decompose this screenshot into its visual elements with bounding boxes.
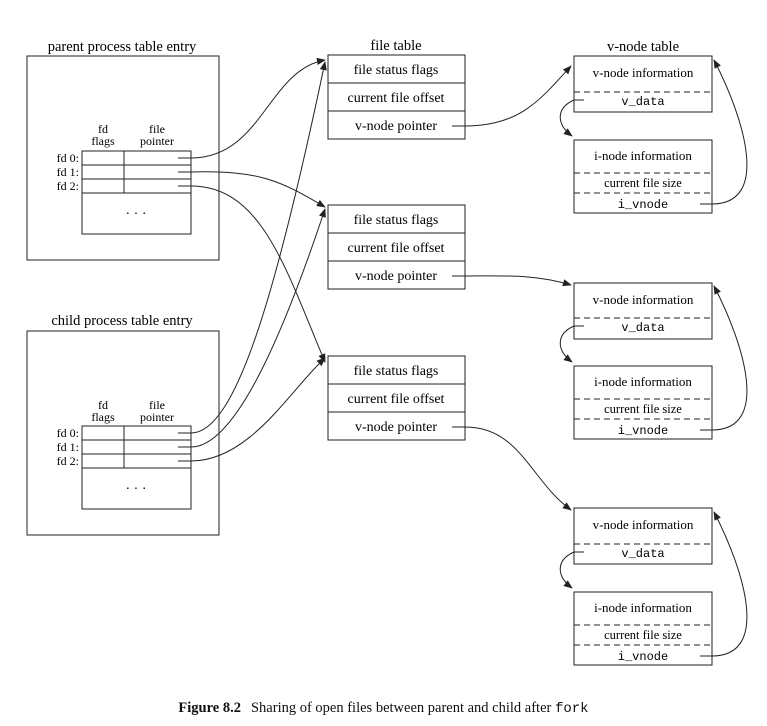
file-table-entry-2: file status flags current file offset v-…: [327, 204, 466, 290]
figure-caption: Figure 8.2 Sharing of open files between …: [0, 700, 767, 717]
vdata-1-arrow: [559, 99, 584, 137]
parent-fd-flags-label-bottom: flags: [91, 134, 115, 148]
current-file-offset: current file offset: [348, 241, 445, 256]
vnode-pointer-3-arrow: [452, 426, 572, 511]
i-node-information: i-node information: [594, 600, 692, 615]
file-status-flags: file status flags: [354, 213, 439, 228]
v-node-1: v-node information v_data: [573, 55, 713, 113]
i-node-information: i-node information: [594, 374, 692, 389]
v-node-information: v-node information: [593, 292, 694, 307]
ivnode-3-arrow: [700, 511, 748, 657]
child-fd0-arrow: [178, 61, 327, 434]
caption-text: Sharing of open files between parent and…: [250, 700, 552, 716]
current-file-size: current file size: [604, 402, 682, 416]
v-data: v_data: [621, 547, 664, 561]
parent-ellipsis: · · ·: [126, 207, 147, 222]
file-table-entry-1: file status flags current file offset v-…: [327, 54, 466, 140]
current-file-size: current file size: [604, 628, 682, 642]
parent-fd0-label: fd 0:: [57, 151, 79, 165]
v-node-2: v-node information v_data: [573, 282, 713, 340]
v-node-pointer: v-node pointer: [355, 420, 437, 435]
i-node-1: i-node information current file size i_v…: [573, 139, 713, 214]
i-node-information: i-node information: [594, 148, 692, 163]
pointer-arrows: [178, 57, 748, 657]
current-file-offset: current file offset: [348, 91, 445, 106]
vdata-3-arrow: [559, 551, 584, 589]
file-status-flags: file status flags: [354, 63, 439, 78]
parent-file-pointer-label-bottom: pointer: [140, 134, 174, 148]
child-fd-flags-label-top: fd: [98, 398, 108, 412]
caption-code: fork: [554, 701, 589, 717]
v-node-pointer: v-node pointer: [355, 269, 437, 284]
ivnode-2-arrow: [700, 285, 748, 431]
child-fd2-label: fd 2:: [57, 454, 79, 468]
parent-fd2-label: fd 2:: [57, 179, 79, 193]
child-ellipsis: · · ·: [126, 482, 147, 497]
parent-fd-flags-label-top: fd: [98, 122, 108, 136]
child-process-table-entry: child process table entry fd flags file …: [26, 313, 220, 536]
parent-fd1-arrow: [178, 171, 326, 208]
v-data: v_data: [621, 95, 664, 109]
i-node-2: i-node information current file size i_v…: [573, 365, 713, 440]
file-status-flags: file status flags: [354, 364, 439, 379]
vnode-pointer-1-arrow: [452, 65, 572, 127]
i-vnode: i_vnode: [618, 650, 668, 664]
parent-fd2-arrow: [178, 185, 326, 363]
child-fd2-arrow: [178, 357, 326, 462]
child-fd0-label: fd 0:: [57, 426, 79, 440]
parent-fd0-arrow: [178, 57, 326, 159]
i-vnode: i_vnode: [618, 424, 668, 438]
child-fd1-arrow: [178, 208, 326, 448]
file-table-entry-3: file status flags current file offset v-…: [327, 355, 466, 441]
v-node-information: v-node information: [593, 65, 694, 80]
parent-title: parent process table entry: [48, 39, 197, 55]
parent-fd1-label: fd 1:: [57, 165, 79, 179]
vnode-pointer-2-arrow: [452, 275, 572, 287]
v-node-information: v-node information: [593, 517, 694, 532]
v-node-pointer: v-node pointer: [355, 119, 437, 134]
file-table-title: file table: [370, 38, 421, 54]
ivnode-1-arrow: [700, 59, 748, 205]
child-file-pointer-label-bottom: pointer: [140, 410, 174, 424]
current-file-offset: current file offset: [348, 392, 445, 407]
vdata-2-arrow: [559, 325, 584, 363]
file-table: file table file status flags current fil…: [327, 38, 466, 441]
child-fd1-label: fd 1:: [57, 440, 79, 454]
v-node-table-title: v-node table: [607, 39, 679, 55]
i-node-3: i-node information current file size i_v…: [573, 591, 713, 666]
child-fd-flags-label-bottom: flags: [91, 410, 115, 424]
v-node-3: v-node information v_data: [573, 507, 713, 565]
child-title: child process table entry: [51, 313, 193, 329]
child-file-pointer-label-top: file: [149, 398, 165, 412]
parent-file-pointer-label-top: file: [149, 122, 165, 136]
figure-number: Figure 8.2: [178, 700, 241, 716]
parent-process-table-entry: parent process table entry fd flags file…: [26, 39, 220, 261]
v-data: v_data: [621, 321, 664, 335]
i-vnode: i_vnode: [618, 198, 668, 212]
current-file-size: current file size: [604, 176, 682, 190]
v-node-table: v-node table v-node information v_data i…: [573, 39, 713, 666]
